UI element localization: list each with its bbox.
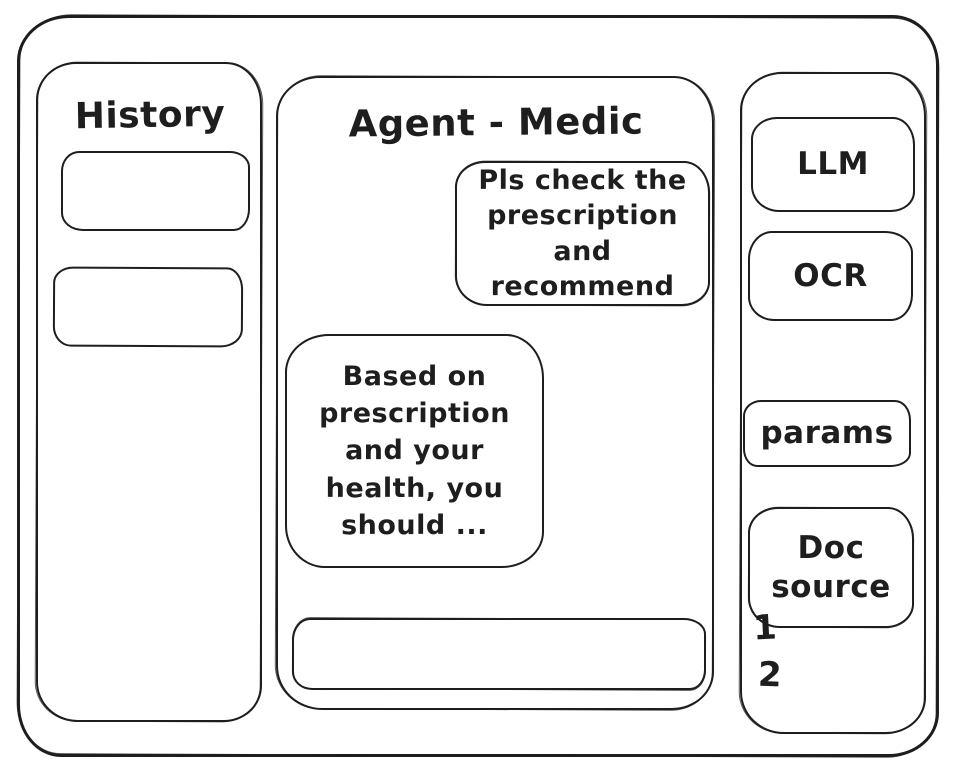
doc-source-item-1[interactable]: 1 <box>751 607 778 649</box>
doc-source-item-2[interactable]: 2 <box>757 654 783 696</box>
assistant-message-bubble: Based on prescription and your health, y… <box>285 334 544 568</box>
message-input[interactable] <box>292 618 706 690</box>
ocr-button[interactable]: OCR <box>748 231 913 321</box>
chat-title: Agent - Medic <box>348 98 644 146</box>
params-button[interactable]: params <box>743 400 911 467</box>
user-message-bubble: Pls check the prescription and recommend <box>455 161 710 306</box>
history-item[interactable] <box>52 266 244 348</box>
history-title: History <box>74 93 226 137</box>
llm-button[interactable]: LLM <box>751 117 915 212</box>
doc-source-button[interactable]: Doc source <box>748 507 914 628</box>
history-item[interactable] <box>61 151 250 231</box>
